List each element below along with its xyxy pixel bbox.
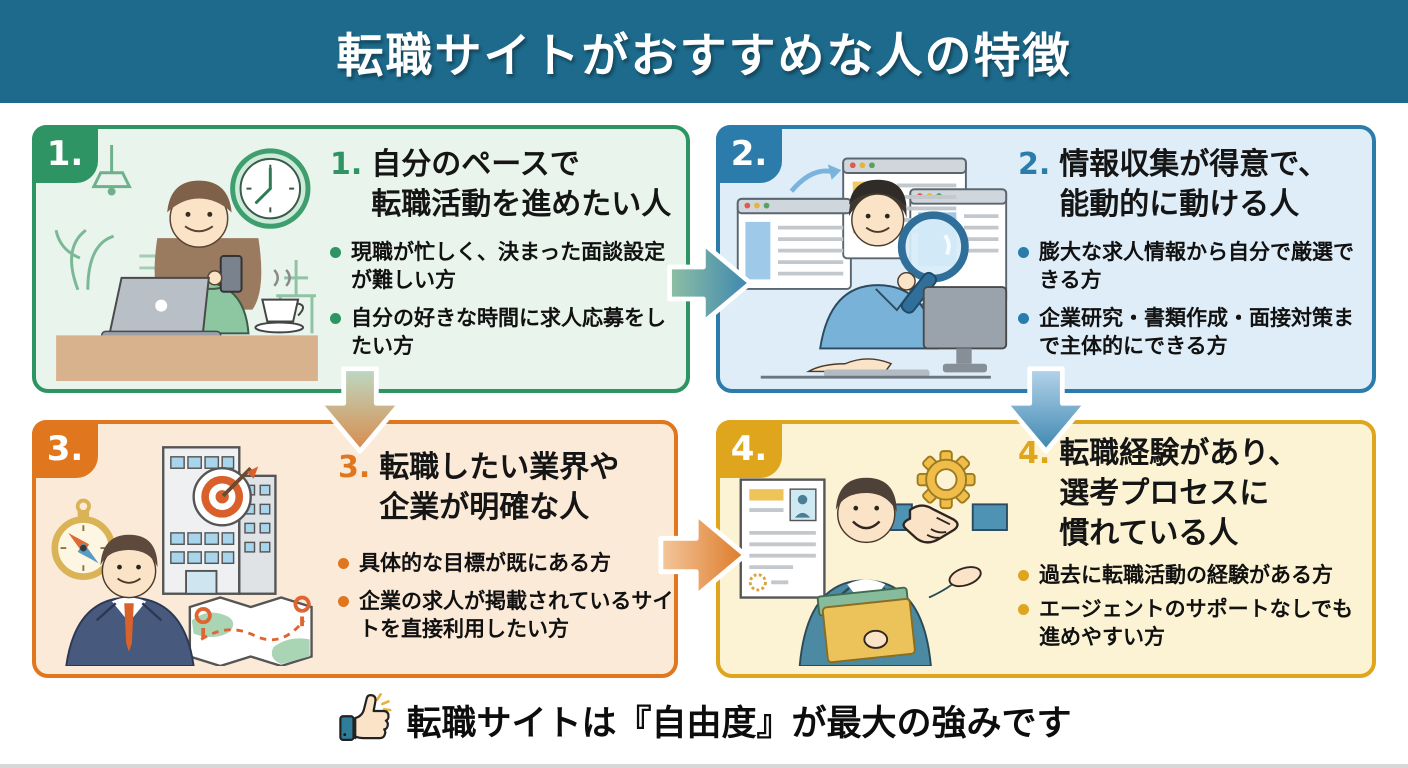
arrow-down-2-to-4-icon: [998, 366, 1094, 454]
badge-number: 1.: [46, 134, 84, 174]
panel-text-block: 2. 情報収集が得意で、 能動的に動ける人 膨大な求人情報から自分で厳選できる方…: [1018, 145, 1370, 360]
panel-title: 4. 転職経験があり、 選考プロセスに 慣れている人: [1018, 434, 1372, 554]
man-documents-handshake-gear-illustration: [732, 434, 1010, 667]
panel-own-pace: 1.: [32, 125, 690, 393]
bullet-list: 現職が忙しく、決まった面談設定が難しい方 自分の好きな時間に求人応募をしたい方: [330, 239, 684, 361]
list-item: 具体的な目標が既にある方: [338, 550, 674, 578]
list-item: 企業研究・書類作成・面接対策まで主体的にできる方: [1018, 305, 1370, 361]
list-item: 過去に転職活動の経験がある方: [1018, 562, 1372, 590]
man-with-magnifier-illustration: [732, 139, 1010, 381]
bullet-dot-icon: [338, 595, 349, 607]
panel-title: 3. 転職したい業界や 企業が明確な人: [338, 448, 674, 528]
footer-message: 転職サイトは『自由度』が最大の強みです: [406, 703, 1072, 744]
arrow-down-1-to-3-icon: [312, 366, 408, 454]
businessman-compass-building-map-illustration: [48, 434, 326, 668]
panel-info-gathering: 2.: [716, 125, 1376, 393]
panel-title: 1. 自分のペースで 転職活動を進めたい人: [330, 145, 684, 225]
panel-text-block: 3. 転職したい業界や 企業が明確な人 具体的な目標が既にある方 企業の求人が掲…: [338, 448, 674, 644]
list-item: エージェントのサポートなしでも進めやすい方: [1018, 596, 1372, 652]
panel-number-badge: 4.: [716, 420, 782, 478]
thumbs-up-icon: [336, 692, 393, 748]
panel-clear-target: 3.: [32, 420, 678, 678]
bullet-list: 過去に転職活動の経験がある方 エージェントのサポートなしでも進めやすい方: [1018, 562, 1372, 652]
panel-text-block: 1. 自分のペースで 転職活動を進めたい人 現職が忙しく、決まった面談設定が難し…: [330, 145, 684, 360]
title-text: 自分のペースで 転職活動を進めたい人: [371, 147, 672, 222]
bullet-list: 膨大な求人情報から自分で厳選できる方 企業研究・書類作成・面接対策まで主体的にで…: [1018, 239, 1370, 361]
header-banner: 転職サイトがおすすめな人の特徴: [0, 0, 1408, 103]
badge-number: 3.: [46, 429, 84, 469]
bullet-dot-icon: [1018, 246, 1029, 258]
title-text: 転職したい業界や 企業が明確な人: [379, 450, 620, 525]
arrow-right-1-to-2-icon: [666, 236, 754, 330]
panel-text-block: 4. 転職経験があり、 選考プロセスに 慣れている人 過去に転職活動の経験がある…: [1018, 434, 1372, 651]
title-text: 転職経験があり、 選考プロセスに 慣れている人: [1059, 436, 1299, 551]
badge-number: 2.: [730, 134, 768, 174]
bullet-dot-icon: [330, 312, 341, 324]
bullet-dot-icon: [338, 557, 349, 569]
list-item: 自分の好きな時間に求人応募をしたい方: [330, 305, 684, 361]
page-title: 転職サイトがおすすめな人の特徴: [336, 29, 1072, 84]
bullet-dot-icon: [1018, 312, 1029, 324]
title-text: 情報収集が得意で、 能動的に動ける人: [1059, 147, 1329, 222]
panel-number-badge: 2.: [716, 125, 782, 183]
title-number: 2.: [1018, 147, 1051, 182]
panel-title: 2. 情報収集が得意で、 能動的に動ける人: [1018, 145, 1370, 225]
bullet-dot-icon: [330, 246, 341, 258]
bottom-divider: [0, 764, 1408, 768]
badge-number: 4.: [730, 429, 768, 469]
bullet-dot-icon: [1018, 569, 1029, 581]
title-number: 1.: [330, 147, 363, 182]
list-item: 企業の求人が掲載されているサイトを直接利用したい方: [338, 588, 674, 644]
panel-number-badge: 1.: [32, 125, 98, 183]
list-item: 膨大な求人情報から自分で厳選できる方: [1018, 239, 1370, 295]
list-item: 現職が忙しく、決まった面談設定が難しい方: [330, 239, 684, 295]
title-number: 3.: [338, 450, 371, 485]
arrow-right-3-to-4-icon: [658, 506, 748, 604]
footer-takeaway: 転職サイトは『自由度』が最大の強みです: [0, 692, 1408, 748]
woman-checking-phone-at-laptop-illustration: [48, 139, 326, 381]
panel-experienced: 4.: [716, 420, 1376, 678]
bullet-dot-icon: [1018, 603, 1029, 615]
panel-number-badge: 3.: [32, 420, 98, 478]
bullet-list: 具体的な目標が既にある方 企業の求人が掲載されているサイトを直接利用したい方: [338, 550, 674, 644]
